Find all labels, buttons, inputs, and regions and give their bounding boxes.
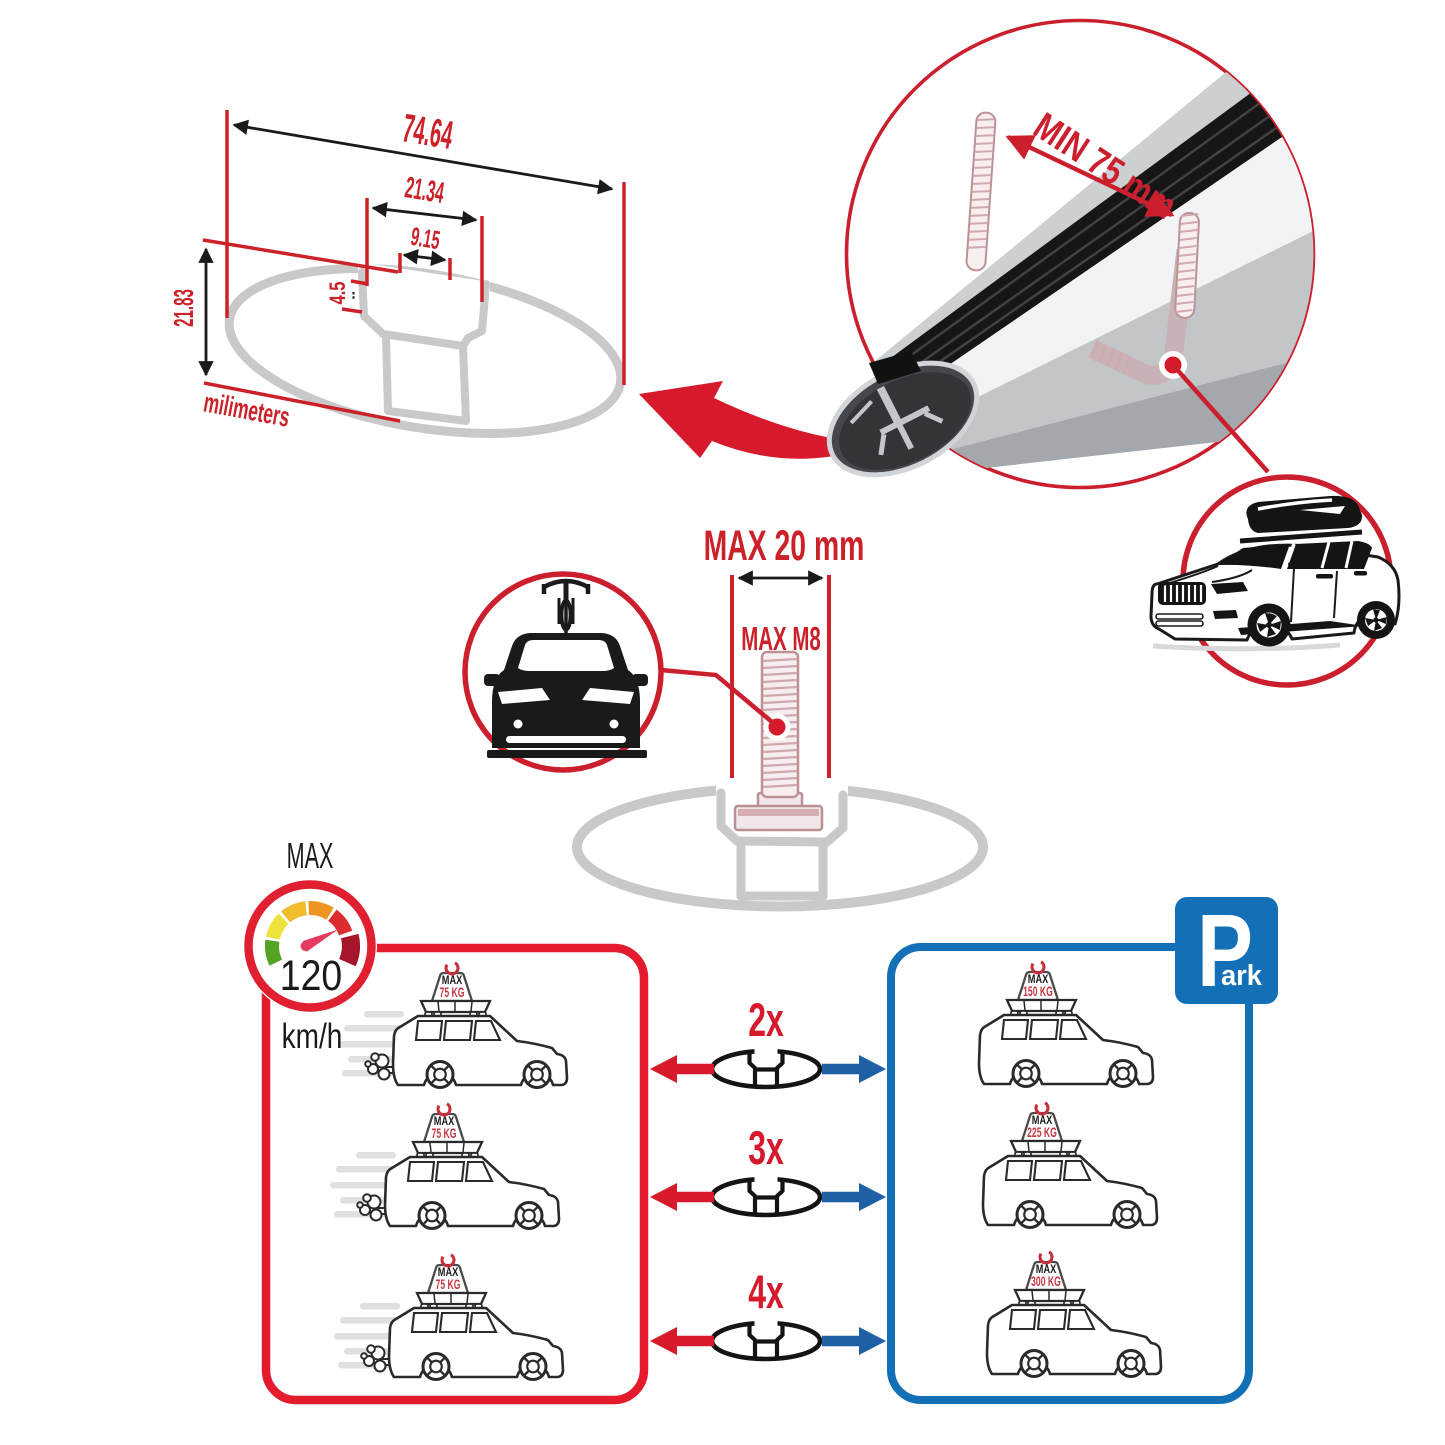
svg-text:4.5: 4.5 [326, 281, 351, 304]
svg-text:2x: 2x [748, 994, 784, 1047]
svg-text:150 KG: 150 KG [1023, 985, 1053, 999]
svg-text:75 KG: 75 KG [432, 1127, 457, 1141]
svg-text:120: 120 [280, 952, 342, 1000]
svg-text:MAX: MAX [438, 1267, 458, 1279]
svg-text:MAX: MAX [1028, 974, 1048, 986]
svg-text:75 KG: 75 KG [436, 1278, 461, 1292]
svg-text:21.34: 21.34 [403, 171, 448, 211]
svg-text:4x: 4x [748, 1266, 784, 1319]
svg-text:74.64: 74.64 [399, 105, 456, 158]
svg-text:MAX: MAX [434, 1116, 454, 1128]
svg-text:225 KG: 225 KG [1027, 1126, 1057, 1140]
svg-text:MAX: MAX [442, 975, 462, 987]
svg-text:300 KG: 300 KG [1031, 1275, 1061, 1289]
svg-text:ark: ark [1221, 960, 1263, 992]
svg-text:km/h: km/h [282, 1016, 343, 1056]
svg-text:21.83: 21.83 [168, 289, 199, 327]
svg-text:9.15: 9.15 [409, 223, 442, 256]
svg-text:3x: 3x [748, 1122, 784, 1175]
svg-text:MAX: MAX [1036, 1264, 1056, 1276]
svg-text:MAX: MAX [1032, 1115, 1052, 1127]
svg-text:75 KG: 75 KG [440, 986, 465, 1000]
svg-text:MAX: MAX [287, 836, 334, 876]
svg-text:MAX 20 mm: MAX 20 mm [704, 521, 865, 569]
svg-text:P: P [1197, 893, 1253, 1008]
